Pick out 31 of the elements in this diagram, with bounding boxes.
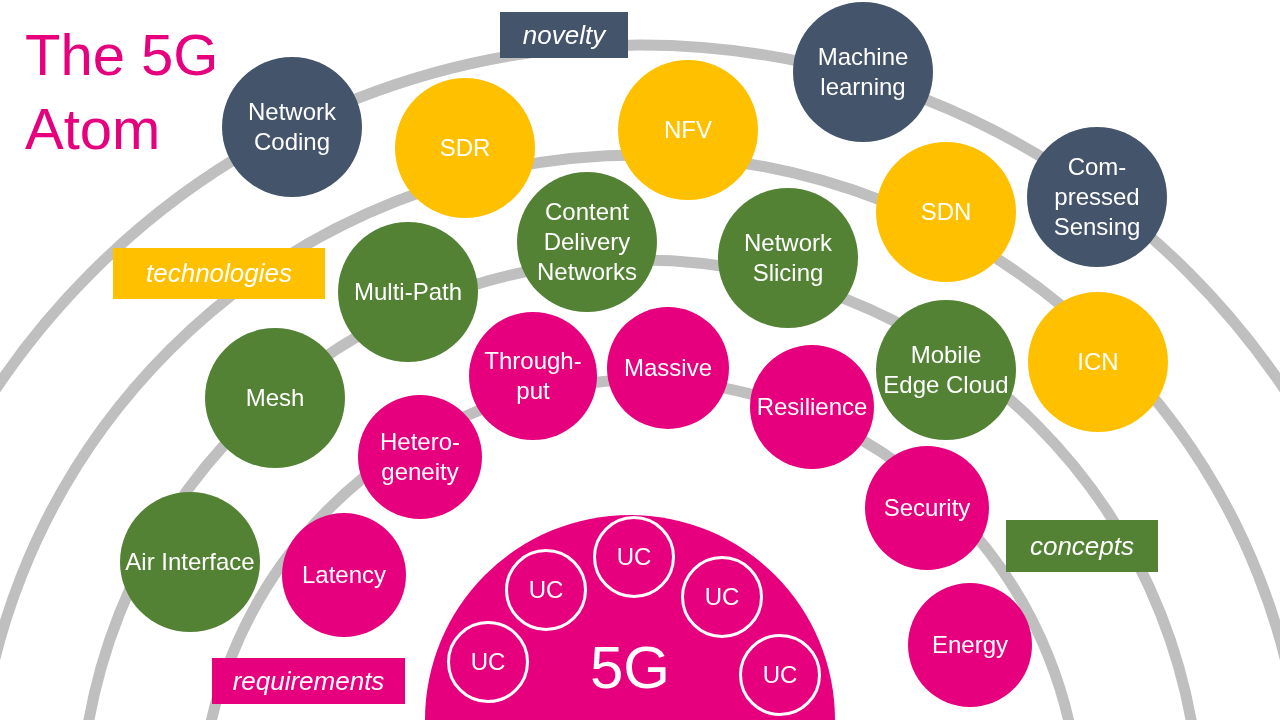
orbit-circle: Latency — [282, 513, 406, 637]
orbit-circle: Hetero-geneity — [358, 395, 482, 519]
category-label: requirements — [212, 658, 405, 704]
orbit-circle: Air Interface — [120, 492, 260, 632]
use-case-circle: UC — [681, 556, 763, 638]
orbit-circle: Network Slicing — [718, 188, 858, 328]
orbit-circle: Resilience — [750, 345, 874, 469]
core-label: 5G — [588, 635, 671, 701]
title: The 5G Atom — [25, 21, 220, 163]
orbit-circle: Content Delivery Networks — [517, 172, 657, 312]
orbit-circle: SDR — [395, 78, 535, 218]
orbit-circle: ICN — [1028, 292, 1168, 432]
use-case-circle: UC — [505, 549, 587, 631]
orbit-circle: Security — [865, 446, 989, 570]
category-label: novelty — [500, 12, 628, 58]
orbit-circle: Mesh — [205, 328, 345, 468]
use-case-circle: UC — [739, 634, 821, 716]
orbit-circle: NFV — [618, 60, 758, 200]
category-label: technologies — [113, 248, 325, 299]
orbit-circle: Massive — [607, 307, 729, 429]
orbit-circle: Com-pressed Sensing — [1027, 127, 1167, 267]
orbit-circle: Multi-Path — [338, 222, 478, 362]
use-case-circle: UC — [593, 516, 675, 598]
orbit-circle: Network Coding — [222, 57, 362, 197]
orbit-circle: Through-put — [469, 312, 597, 440]
orbit-circle: SDN — [876, 142, 1016, 282]
orbit-circle: Machine learning — [793, 2, 933, 142]
use-case-circle: UC — [447, 621, 529, 703]
category-label: concepts — [1006, 520, 1158, 572]
orbit-circle: Mobile Edge Cloud — [876, 300, 1016, 440]
orbit-circle: Energy — [908, 583, 1032, 707]
